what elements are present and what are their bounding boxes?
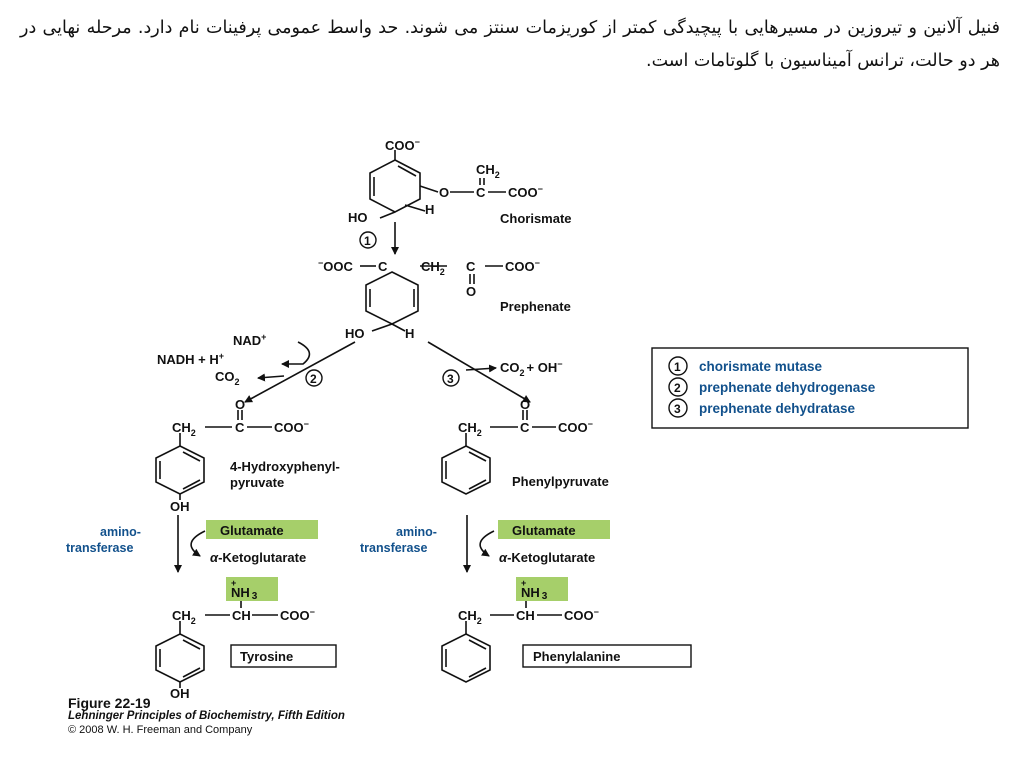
chorismate-ring: [369, 150, 506, 219]
step3-arrow: [427, 341, 531, 403]
tyr-aminotransferase-line2: transferase: [66, 541, 133, 555]
nad-label: NAD+: [233, 332, 266, 348]
legend-circle-2: [668, 377, 688, 397]
phenylpyruvate-structure: [441, 410, 556, 495]
chorismate-coo: COO−: [385, 137, 420, 153]
prephenate-ch2: CH2: [421, 259, 445, 277]
prephenate-c: C: [378, 259, 388, 274]
hpp-oh: OH: [170, 499, 190, 514]
chorismate-coo2: COO−: [508, 184, 543, 200]
tyr-nh3-highlight: [226, 577, 278, 601]
tyr-nh3-plus: +: [231, 578, 236, 588]
step2-circle: [305, 369, 323, 387]
tyr-glutamate-highlight: [206, 520, 318, 539]
pp-o: O: [520, 397, 530, 412]
legend-box: [651, 347, 969, 429]
chorismate-label: Chorismate: [500, 211, 572, 226]
step1-circle: [359, 231, 377, 249]
figure-copyright: © 2008 W. H. Freeman and Company: [68, 724, 253, 736]
phenylalanine-structure: [441, 600, 562, 683]
phe-aminotransferase-line2: transferase: [360, 541, 427, 555]
tyr-aminotransferase-line1: amino-: [100, 525, 141, 539]
tyrosine-label: Tyrosine: [240, 649, 293, 664]
tyr-coo: COO−: [280, 607, 315, 623]
hydroxyphenylpyruvate-structure: [155, 410, 272, 500]
phenylalanine-label: Phenylalanine: [533, 649, 620, 664]
intro-paragraph: فنیل آلانین و تیروزین در مسیرهایی با پیچ…: [20, 18, 1000, 71]
prephenate-ring: [360, 265, 503, 332]
phe-ch2: CH2: [458, 608, 482, 626]
hpp-label-line2: pyruvate: [230, 475, 284, 490]
hpp-o: O: [235, 397, 245, 412]
chorismate-c: C: [476, 185, 486, 200]
pp-coo: COO−: [558, 419, 593, 435]
nad-curve: [281, 341, 311, 368]
tyrosine-structure: [155, 600, 278, 688]
step1-number: 1: [364, 234, 371, 248]
step2-number: 2: [310, 372, 317, 386]
phe-nh3-plus: +: [521, 578, 526, 588]
step3-circle: [442, 369, 460, 387]
phe-coo: COO−: [564, 607, 599, 623]
tyrosine-box: [230, 644, 337, 668]
prephenate-coo: COO−: [505, 258, 540, 274]
legend-item-3: prephenate dehydratase: [699, 401, 856, 416]
step2-arrow: [244, 341, 356, 403]
prephenate-label: Prephenate: [500, 299, 571, 314]
tyr-glutamate-label: Glutamate: [220, 523, 284, 538]
prephenate-h: H: [405, 326, 414, 341]
hpp-label-line1: 4-Hydroxyphenyl-: [230, 459, 340, 474]
phenylpyruvate-label: Phenylpyruvate: [512, 474, 609, 489]
phenylalanine-box: [522, 644, 692, 668]
figure-source: Lehninger Principles of Biochemistry, Fi…: [68, 710, 345, 722]
tyr-glutamate-curve: [190, 530, 206, 557]
co2-left-arrow: [257, 373, 285, 382]
hpp-c: C: [235, 420, 245, 435]
legend-num-1: 1: [674, 360, 681, 374]
co2-oh-label: CO2+ OH−: [500, 359, 563, 378]
phe-nh3-highlight: [516, 577, 568, 601]
tyr-oh: OH: [170, 686, 190, 701]
phe-ketoglutarate-label: α-Ketoglutarate: [499, 550, 595, 565]
chorismate-ho: HO: [348, 210, 368, 225]
tyr-ch: CH: [232, 608, 251, 623]
prephenate-o: O: [466, 284, 476, 299]
prephenate-ho: HO: [345, 326, 365, 341]
phe-aminotransferase-line1: amino-: [396, 525, 437, 539]
phe-glutamate-highlight: [498, 520, 610, 539]
nadh-label: NADH + H+: [157, 351, 224, 367]
legend-item-1: chorismate mutase: [699, 359, 823, 374]
chorismate-h: H: [425, 202, 434, 217]
tyr-ch2: CH2: [172, 608, 196, 626]
pp-c: C: [520, 420, 530, 435]
hpp-coo: COO−: [274, 419, 309, 435]
pp-ch2: CH2: [458, 420, 482, 438]
phe-glutamate-curve: [479, 530, 495, 557]
co2-oh-arrow: [465, 364, 497, 373]
chorismate-o: O: [439, 185, 449, 200]
figure-number: Figure 22-19: [68, 695, 151, 711]
prephenate-ooc: −OOC: [318, 258, 353, 274]
legend-num-2: 2: [674, 381, 681, 395]
phe-ch: CH: [516, 608, 535, 623]
enzyme-legend: 1 chorismate mutase 2 prephenate dehydro…: [651, 347, 969, 429]
phe-glutamate-label: Glutamate: [512, 523, 576, 538]
hpp-ch2: CH2: [172, 420, 196, 438]
tyr-ketoglutarate-label: α-Ketoglutarate: [210, 550, 306, 565]
step3-number: 3: [447, 372, 454, 386]
chorismate-ch2: CH2: [476, 162, 500, 180]
co2-left-label: CO2: [215, 369, 240, 387]
prephenate-c2: C: [466, 259, 476, 274]
legend-circle-1: [668, 356, 688, 376]
legend-circle-3: [668, 398, 688, 418]
legend-num-3: 3: [674, 402, 681, 416]
legend-item-2: prephenate dehydrogenase: [699, 380, 876, 395]
